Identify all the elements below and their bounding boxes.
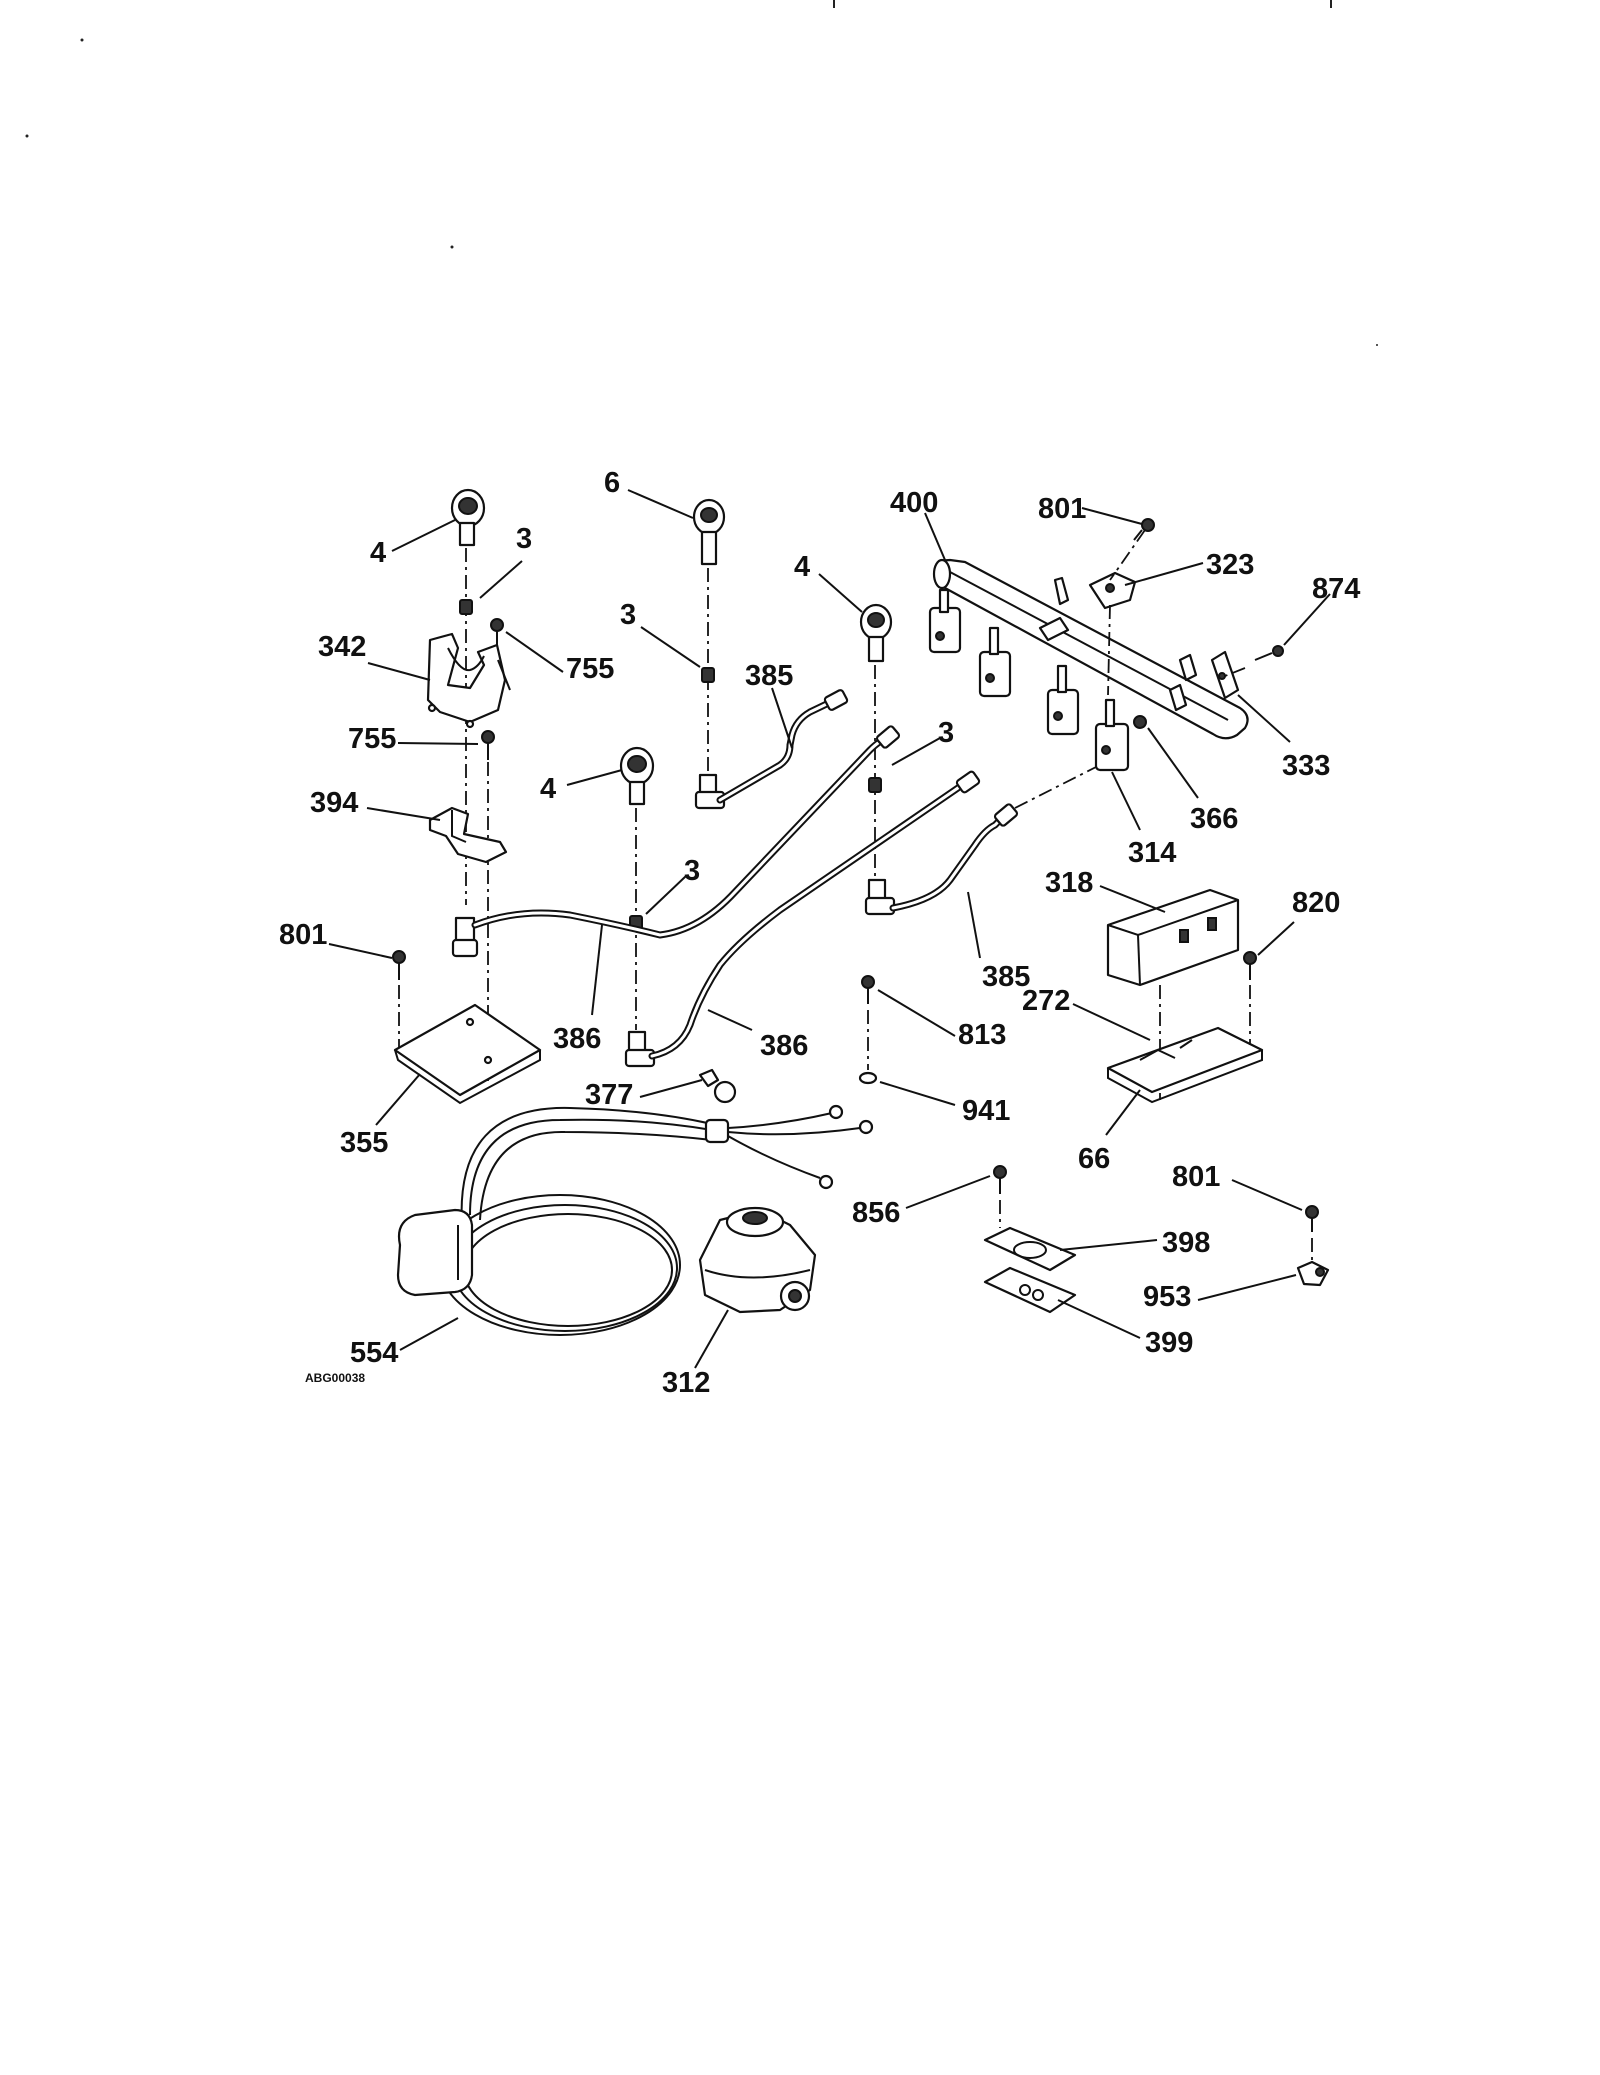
screw-820 (1243, 951, 1257, 980)
callout-labels: 4 3 342 755 755 394 801 355 6 3 385 4 3 … (279, 467, 1360, 1399)
gasket-398 (983, 1226, 1077, 1272)
callout-801-left: 801 (279, 919, 327, 951)
callout-318: 318 (1045, 867, 1093, 899)
callout-400: 400 (890, 487, 938, 519)
nut-3-mid-c (868, 777, 882, 793)
manifold-bracket-b (1168, 653, 1198, 712)
callout-3-left: 3 (516, 523, 532, 555)
callout-4-left: 4 (370, 537, 386, 569)
nut-3-left (459, 599, 473, 615)
ignition-module-assembly (1106, 888, 1264, 1104)
callout-755-top: 755 (566, 653, 614, 685)
burner-valve-314 (1094, 698, 1130, 772)
left-valve-assembly (392, 488, 542, 1105)
callout-874: 874 (1312, 573, 1360, 605)
bracket-394 (428, 806, 508, 864)
diagram-code: ABG00038 (305, 1371, 365, 1385)
pressure-regulator-312 (698, 1206, 817, 1314)
callout-554: 554 (350, 1337, 398, 1369)
scan-marks (25, 0, 1378, 346)
callout-755-mid: 755 (348, 723, 396, 755)
callout-323: 323 (1206, 549, 1254, 581)
bracket-323 (1088, 571, 1137, 610)
burner-valve-1 (928, 588, 962, 654)
washer-941 (858, 1071, 878, 1085)
callout-4-right: 4 (794, 551, 810, 583)
clip-953 (1296, 1260, 1330, 1287)
valve-knob-4-left (450, 488, 486, 547)
callout-333: 333 (1282, 750, 1330, 782)
callout-272: 272 (1022, 985, 1070, 1017)
callout-856: 856 (852, 1197, 900, 1229)
manifold-bracket-a (1038, 576, 1070, 642)
callout-377: 377 (585, 1079, 633, 1111)
screw-801-top (1133, 518, 1155, 541)
elbow-fitting-mid-c (864, 878, 896, 916)
callout-820: 820 (1292, 887, 1340, 919)
callout-394: 394 (310, 787, 358, 819)
valve-knob-4-center (619, 746, 655, 806)
middle-valve-assembly (619, 498, 896, 1068)
callout-386-right: 386 (760, 1030, 808, 1062)
gasket-399 (983, 1266, 1077, 1314)
callout-385-upper: 385 (745, 660, 793, 692)
manifold-assembly (928, 518, 1284, 772)
callout-314: 314 (1128, 837, 1176, 869)
callout-953: 953 (1143, 1281, 1191, 1313)
burner-valve-3 (1046, 664, 1080, 736)
callout-801-right: 801 (1172, 1161, 1220, 1193)
module-bracket-272 (1106, 1026, 1264, 1104)
mounting-plate-355 (393, 1003, 542, 1105)
callout-3-mid-c: 3 (938, 717, 954, 749)
gas-tubes (471, 689, 1101, 1060)
bracket-342 (426, 632, 511, 729)
burner-valve-2 (978, 626, 1012, 698)
callout-66: 66 (1078, 1143, 1110, 1175)
callout-399: 399 (1145, 1327, 1193, 1359)
callout-355: 355 (340, 1127, 388, 1159)
valve-knob-6 (692, 498, 726, 566)
callout-6: 6 (604, 467, 620, 499)
callout-941: 941 (962, 1095, 1010, 1127)
screw-755-top (490, 618, 504, 646)
screw-813 (861, 975, 875, 1004)
fitting-366 (1133, 715, 1147, 729)
screw-755-mid (481, 730, 495, 760)
callout-312: 312 (662, 1367, 710, 1399)
elbow-fitting-mid-b (624, 1030, 656, 1068)
clip-377 (698, 1068, 737, 1104)
screw-874 (1254, 645, 1284, 661)
screw-856 (993, 1165, 1007, 1194)
elbow-fitting-mid-a (694, 773, 726, 810)
callout-385-lower: 385 (982, 961, 1030, 993)
valve-knob-4-right (859, 603, 893, 663)
bracket-333 (1210, 650, 1240, 700)
nut-3-mid-a (701, 667, 715, 683)
callout-801-top: 801 (1038, 493, 1086, 525)
callout-3-mid-a: 3 (620, 599, 636, 631)
callout-366: 366 (1190, 803, 1238, 835)
callout-3-mid-b: 3 (684, 855, 700, 887)
callout-398: 398 (1162, 1227, 1210, 1259)
power-cord-554 (396, 1104, 874, 1336)
spark-module-318 (1106, 888, 1240, 987)
screw-801-right (1305, 1205, 1319, 1232)
callout-342: 342 (318, 631, 366, 663)
callout-813: 813 (958, 1019, 1006, 1051)
screw-801-left (392, 950, 406, 980)
callout-386-left: 386 (553, 1023, 601, 1055)
elbow-fitting-left (451, 916, 479, 958)
leader-lines (328, 489, 1331, 1369)
callout-4-center: 4 (540, 773, 556, 805)
